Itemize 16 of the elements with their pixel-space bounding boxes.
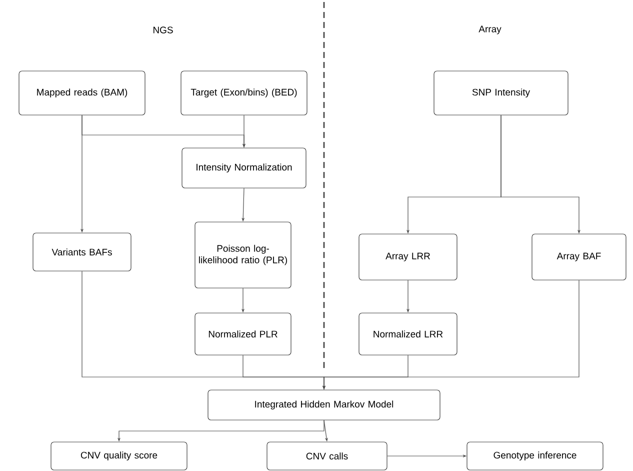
- process-box: Intensity Normalization: [182, 148, 306, 188]
- process-box: Variants BAFs: [32, 232, 132, 272]
- process-box: Integrated Hidden Markov Model: [208, 390, 440, 420]
- process-box: CNV quality score: [50, 442, 188, 470]
- section-heading: Array: [478, 26, 502, 34]
- process-box: Genotype inference: [466, 442, 604, 470]
- process-box: Array LRR: [358, 234, 458, 280]
- process-box: Mapped reads (BAM): [18, 70, 146, 116]
- process-box: Normalized LRR: [358, 312, 458, 356]
- process-box: Poisson log-likelihood ratio (PLR): [194, 222, 292, 288]
- process-box: Target (Exon/bins) (BED): [180, 70, 308, 116]
- process-box: Array BAF: [532, 234, 626, 280]
- section-heading: NGS: [154, 26, 173, 34]
- process-box: CNV calls: [266, 442, 388, 470]
- process-box: SNP Intensity: [434, 70, 568, 116]
- process-box: Normalized PLR: [194, 312, 292, 356]
